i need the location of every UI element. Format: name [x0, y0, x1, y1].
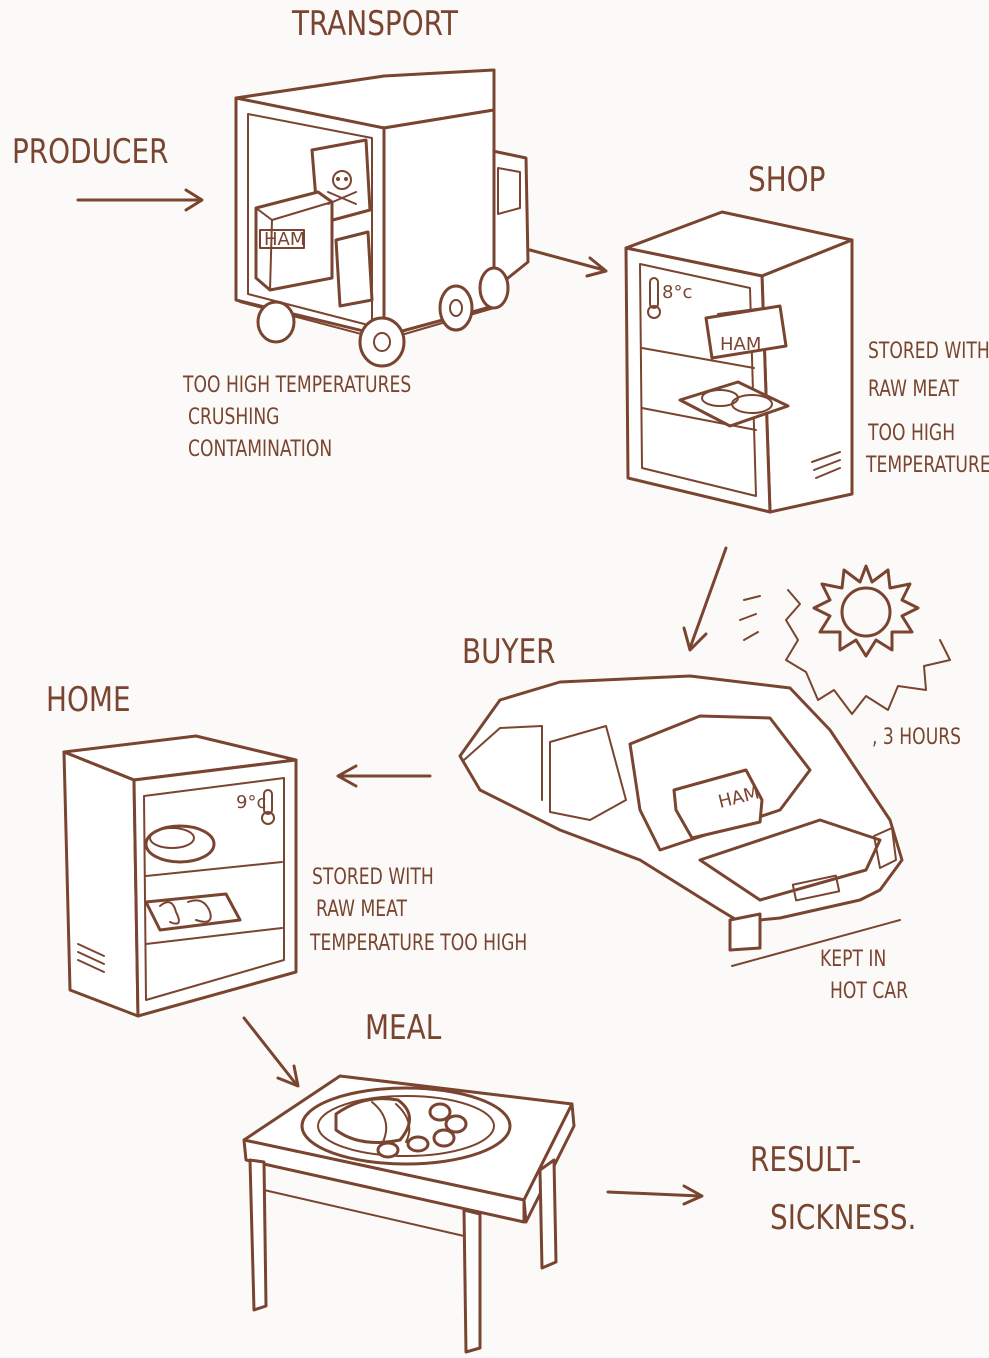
shop-fridge-illustration: 8°c HAM — [626, 212, 852, 512]
home-temperature-readout: 9°c — [236, 792, 266, 813]
shop-ham-label: HAM — [720, 334, 761, 355]
arrow-shop-to-buyer — [684, 548, 726, 650]
truck-illustration: HAM — [236, 70, 528, 366]
arrow-meal-to-result — [608, 1186, 702, 1204]
transport-ham-label: HAM — [264, 229, 305, 250]
arrow-producer-to-transport — [78, 190, 202, 210]
meal-table-illustration — [244, 1076, 574, 1352]
home-fridge-illustration: 9°c — [64, 736, 296, 1016]
shop-temperature-readout: 8°c — [662, 282, 692, 303]
car-illustration: HAM — [460, 676, 902, 966]
arrow-buyer-to-home — [338, 766, 430, 786]
arrow-home-to-meal — [244, 1018, 298, 1086]
arrow-transport-to-shop — [530, 250, 606, 276]
